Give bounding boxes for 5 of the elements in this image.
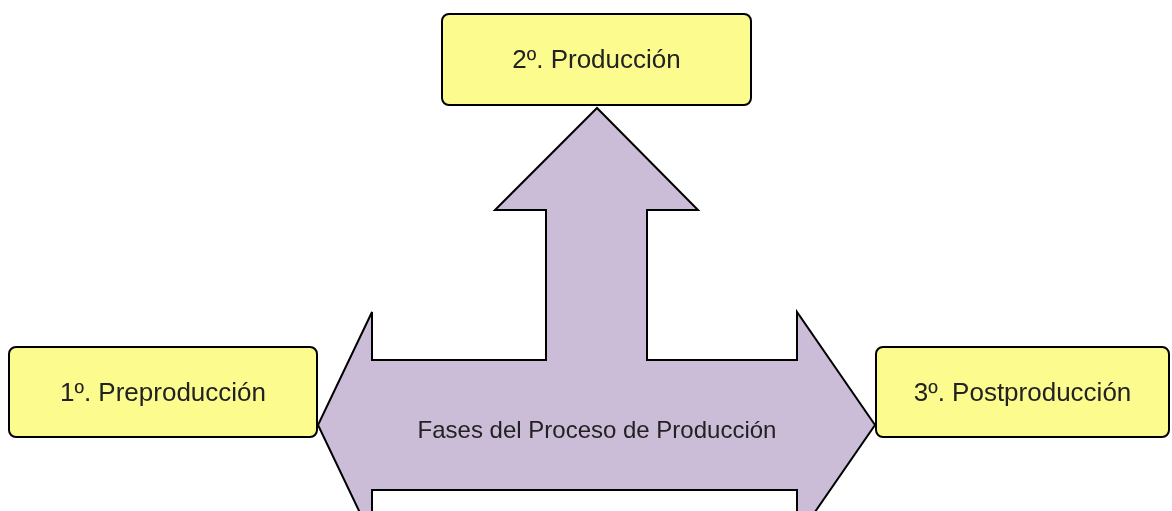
phase-box: 3º. Postproducción — [875, 346, 1170, 438]
phase-box: 2º. Producción — [441, 13, 752, 106]
three-way-arrow — [316, 106, 877, 511]
arrow-label: Fases del Proceso de Producción — [416, 415, 778, 445]
phase-box: 1º. Preproducción — [8, 346, 318, 438]
